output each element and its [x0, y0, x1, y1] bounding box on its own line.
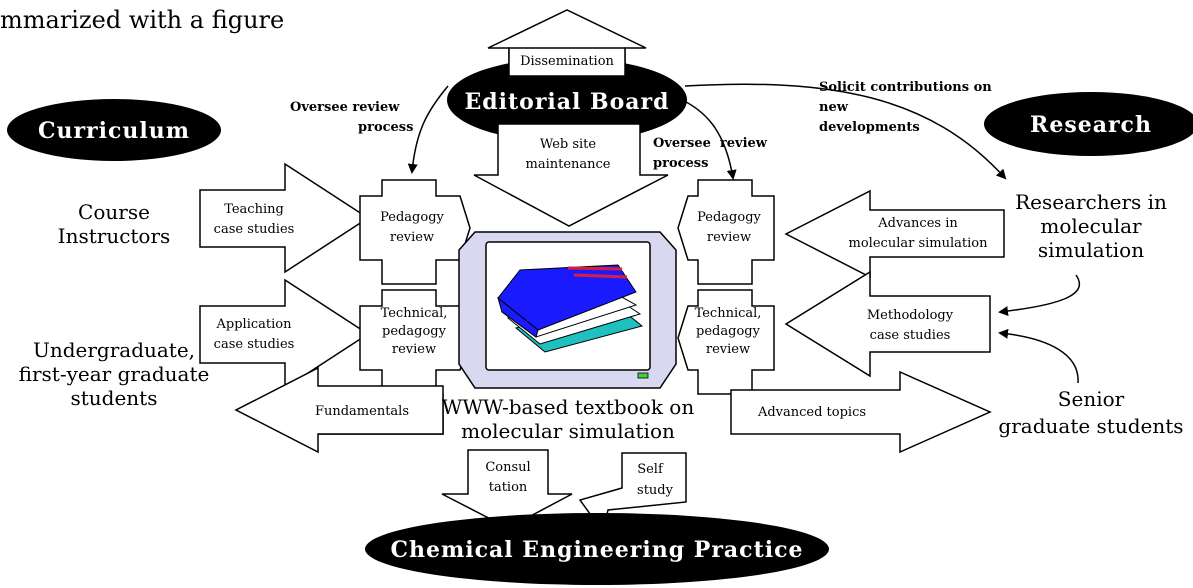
- researchers-to-methodology-curve: [998, 274, 1081, 317]
- research-oval: [984, 92, 1193, 156]
- textbook-label-2: molecular simulation: [461, 419, 675, 443]
- research-label: Research: [1030, 112, 1152, 138]
- practice-oval: [365, 513, 829, 585]
- technical-right-2: pedagogy: [696, 324, 761, 339]
- header-fragment: mmarized with a figure: [0, 6, 284, 34]
- editorial-board-label: Editorial Board: [464, 89, 669, 115]
- practice-label: Chemical Engineering Practice: [391, 537, 804, 563]
- senior-to-methodology-curve: [998, 328, 1079, 384]
- web-site-arrow: [473, 123, 669, 227]
- pedagogy-right-2: review: [707, 230, 751, 245]
- oversee-right-curve: [677, 97, 737, 180]
- researchers-1: Researchers in: [1015, 190, 1167, 214]
- application-arrow: [199, 278, 370, 390]
- pedagogy-right-1: Pedagogy: [697, 210, 761, 225]
- pedagogy-review-left-cross: [359, 179, 471, 285]
- teaching-label-1: Teaching: [224, 202, 284, 217]
- application-label-2: case studies: [214, 337, 295, 352]
- fundamentals-label: Fundamentals: [315, 404, 409, 419]
- consultation-label-2: tation: [489, 480, 528, 495]
- web-site-label-2: maintenance: [526, 157, 611, 172]
- solicit-label-3: developments: [819, 120, 920, 135]
- advances-label-2: molecular simulation: [849, 236, 989, 251]
- curriculum-oval: [7, 99, 221, 161]
- oversee-right-label-1: Oversee review: [653, 136, 768, 151]
- undergraduate-2: first-year graduate: [19, 362, 210, 386]
- advanced-topics-label: Advanced topics: [757, 405, 866, 420]
- teaching-arrow: [199, 162, 370, 274]
- pedagogy-review-right-cross: [677, 179, 775, 285]
- technical-review-left-cross: [359, 289, 471, 395]
- dissemination-label: Dissemination: [520, 54, 614, 69]
- course-instructors-2: Instructors: [58, 224, 171, 248]
- undergraduate-3: students: [70, 386, 157, 410]
- oversee-left-label-2: process: [358, 120, 413, 135]
- teaching-label-2: case studies: [214, 222, 295, 237]
- oversee-left-label-1: Oversee review: [290, 100, 400, 115]
- oversee-left-curve: [407, 85, 449, 174]
- methodology-arrow: [784, 270, 991, 378]
- textbook-label-1: WWW-based textbook on: [442, 395, 695, 419]
- self-study-label-2: study: [637, 483, 674, 498]
- technical-left-3: review: [392, 342, 436, 357]
- undergraduate-1: Undergraduate,: [33, 338, 195, 362]
- book-icon: [497, 264, 644, 353]
- solicit-label-1: Solicit contributions on: [819, 80, 992, 95]
- researchers-3: simulation: [1038, 238, 1144, 262]
- pedagogy-left-1: Pedagogy: [380, 210, 444, 225]
- technical-left-2: pedagogy: [382, 324, 447, 339]
- advances-label-1: Advances in: [877, 216, 958, 231]
- web-site-label-1: Web site: [540, 137, 597, 152]
- senior-2: graduate students: [998, 414, 1183, 438]
- solicit-curve: [684, 83, 1007, 180]
- pedagogy-left-2: review: [390, 230, 434, 245]
- consultation-arrow: [441, 449, 573, 529]
- application-label-1: Application: [216, 317, 293, 332]
- advances-arrow: [784, 189, 1005, 279]
- technical-review-right-cross: [677, 289, 775, 395]
- self-study-label-1: Self: [637, 462, 664, 477]
- senior-1: Senior: [1058, 387, 1125, 411]
- technical-right-3: review: [706, 342, 750, 357]
- methodology-label-1: Methodology: [867, 308, 954, 323]
- methodology-label-2: case studies: [870, 328, 951, 343]
- editorial-board-oval: [447, 58, 687, 142]
- technical-right-1: Technical,: [695, 306, 762, 321]
- solicit-label-2: new: [819, 100, 849, 115]
- researchers-2: molecular: [1040, 214, 1142, 238]
- curriculum-label: Curriculum: [38, 118, 190, 144]
- oversee-right-label-2: process: [653, 156, 708, 171]
- consultation-label-1: Consul: [485, 460, 530, 475]
- technical-left-1: Technical,: [381, 306, 448, 321]
- advanced-topics-arrow: [730, 370, 992, 454]
- course-instructors-1: Course: [78, 200, 150, 224]
